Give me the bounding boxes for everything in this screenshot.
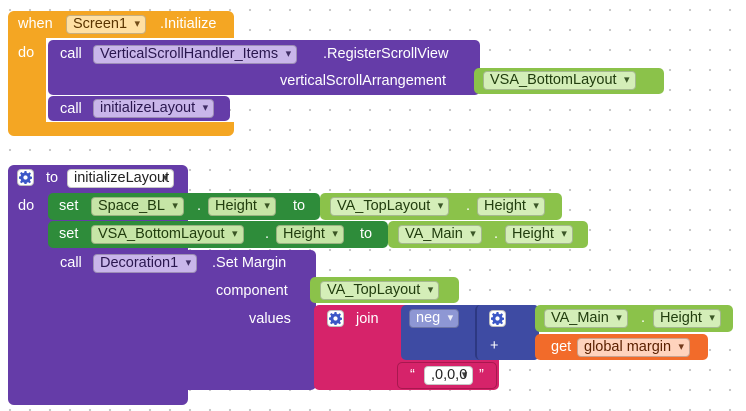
set-space-bl-height-block[interactable] <box>48 193 320 220</box>
set-margin-call-block[interactable] <box>48 250 316 390</box>
add-mutator-gear-icon[interactable] <box>489 310 506 327</box>
procedure-name-field[interactable]: initializeLayout <box>67 169 175 188</box>
set-margin-method: .Set Margin <box>212 255 287 271</box>
join-keyword: join <box>356 311 379 327</box>
decoration1-component-dropdown[interactable]: Decoration1 <box>93 254 198 273</box>
space-bl-component-dropdown[interactable]: Space_BL <box>91 197 184 216</box>
height-getter-dropdown[interactable]: Height <box>477 197 545 216</box>
vertical-scroll-arrangement-label: verticalScrollArrangement <box>280 73 447 89</box>
va-main-component-dropdown[interactable]: VA_Main <box>398 225 482 244</box>
to-keyword: to <box>46 170 59 186</box>
to-keyword: to <box>360 226 373 242</box>
initialize-layout-procedure-dropdown[interactable]: initializeLayout <box>93 99 215 118</box>
getter-dot: . <box>494 226 499 242</box>
vsa-bottom-layout-component-dropdown[interactable]: VSA_BottomLayout <box>91 225 244 244</box>
when-keyword: when <box>18 16 53 32</box>
text-close-quote: ” <box>479 367 484 383</box>
join-mutator-gear-icon[interactable] <box>327 310 344 327</box>
property-dot: . <box>265 226 270 242</box>
screen1-component-dropdown[interactable]: Screen1 <box>66 15 147 34</box>
property-dot: . <box>197 198 202 214</box>
global-margin-variable-dropdown[interactable]: global margin <box>577 338 691 357</box>
component-param-label: component <box>216 283 288 299</box>
set-keyword: set <box>59 226 79 242</box>
call-keyword: call <box>60 46 82 62</box>
values-param-label: values <box>249 311 291 327</box>
initialize-event-label: .Initialize <box>160 16 217 32</box>
plus-operator: + <box>490 338 499 354</box>
neg-operator-dropdown[interactable]: neg <box>409 309 460 328</box>
get-keyword: get <box>551 339 572 355</box>
va-top-layout-component-dropdown[interactable]: VA_TopLayout <box>320 281 440 300</box>
register-scroll-view-method: .RegisterScrollView <box>323 46 449 62</box>
height-getter-dropdown[interactable]: Height <box>653 309 721 328</box>
vsa-bottom-layout-dropdown[interactable]: VSA_BottomLayout <box>483 71 636 90</box>
event-do-keyword: do <box>18 45 35 61</box>
text-open-quote: “ <box>410 367 415 383</box>
to-keyword: to <box>293 198 306 214</box>
procedure-mutator-gear-icon[interactable] <box>17 169 34 186</box>
getter-dot: . <box>641 310 646 326</box>
add-math-block[interactable] <box>475 305 539 360</box>
va-main-component-dropdown[interactable]: VA_Main <box>544 309 628 328</box>
getter-dot: . <box>466 198 471 214</box>
procedure-do-keyword: do <box>18 198 35 214</box>
height-property-dropdown[interactable]: Height <box>276 225 344 244</box>
height-property-dropdown[interactable]: Height <box>208 197 276 216</box>
vertical-scroll-handler-dropdown[interactable]: VerticalScrollHandler_Items <box>93 45 298 64</box>
height-getter-dropdown[interactable]: Height <box>505 225 573 244</box>
call-keyword: call <box>60 255 82 271</box>
va-top-layout-component-dropdown[interactable]: VA_TopLayout <box>330 197 450 216</box>
call-keyword: call <box>60 101 82 117</box>
set-keyword: set <box>59 198 79 214</box>
text-literal-field[interactable]: ,0,0,0 <box>424 366 474 385</box>
